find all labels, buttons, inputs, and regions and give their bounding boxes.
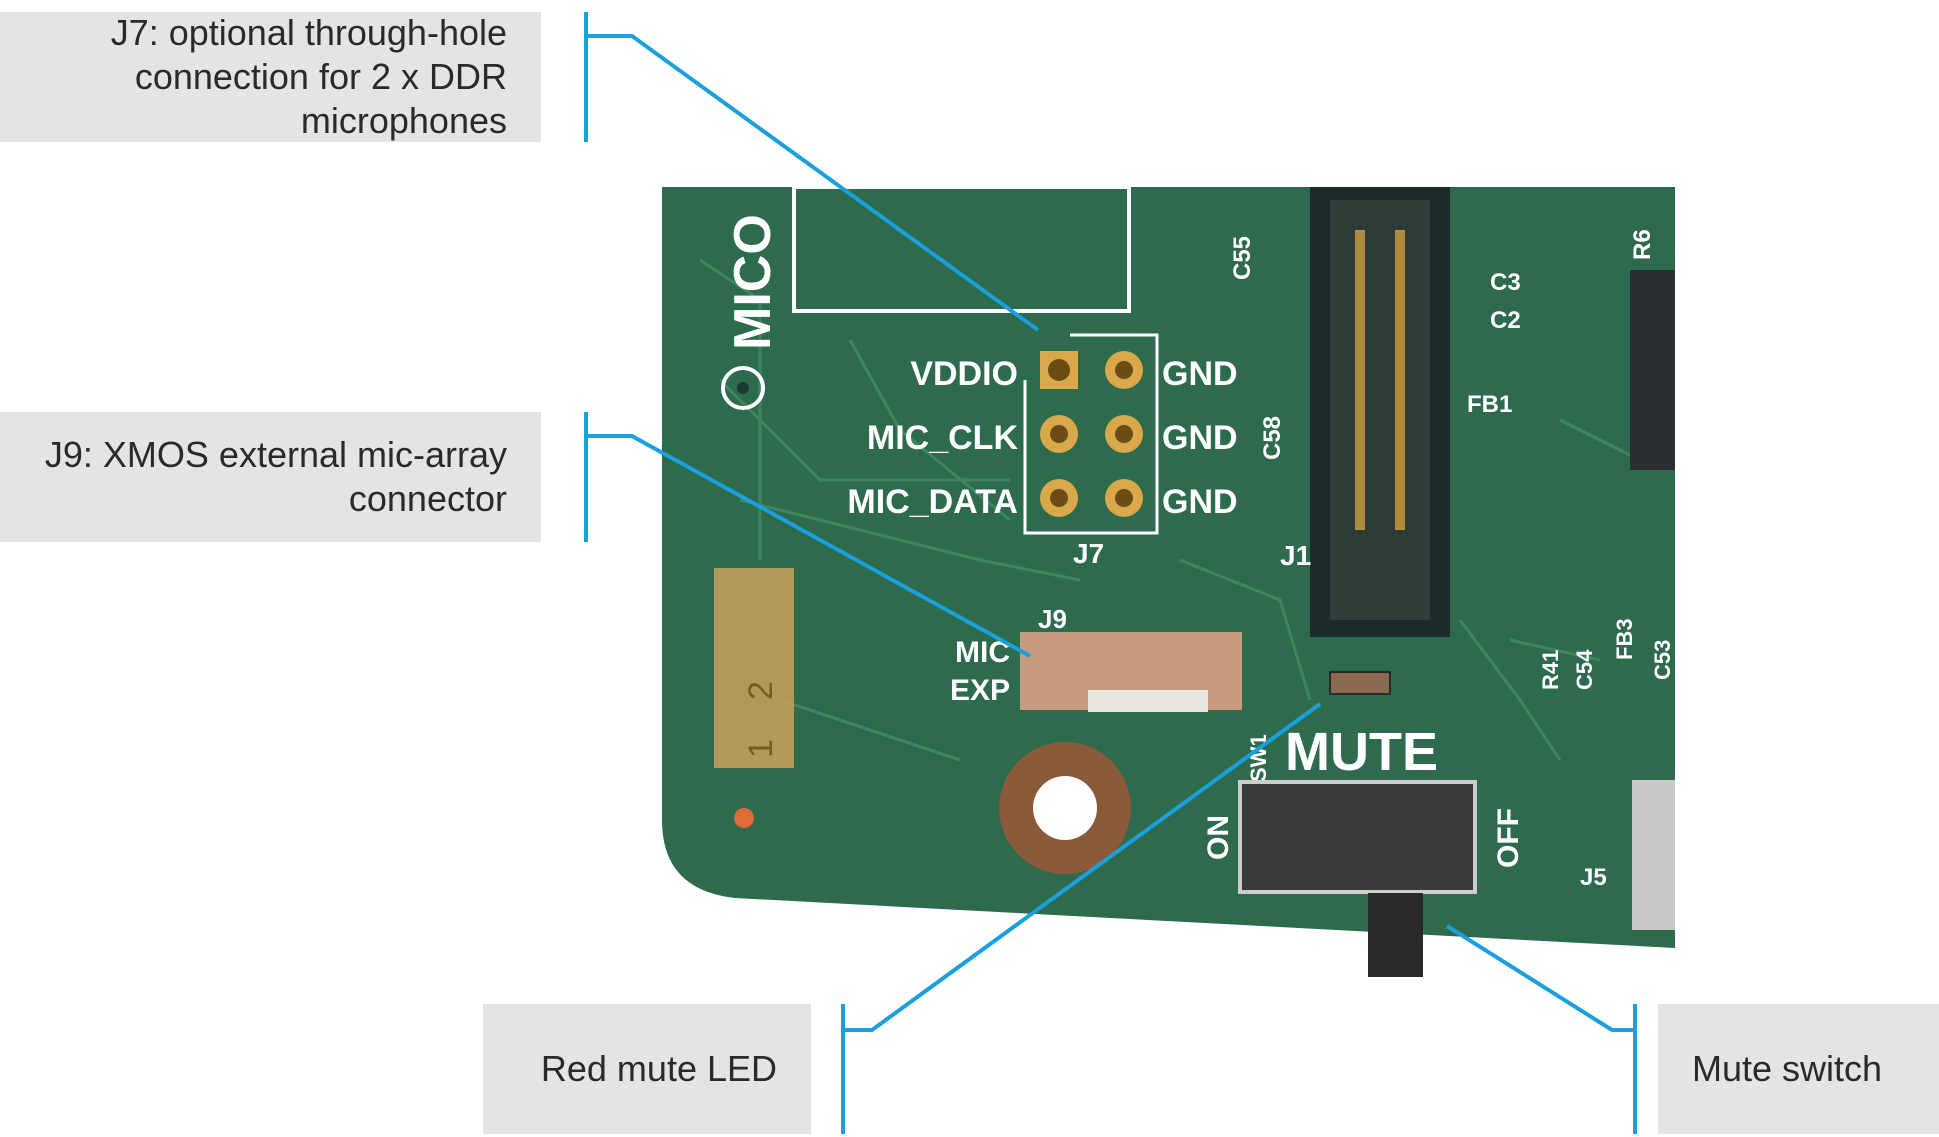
mute-led bbox=[1329, 671, 1391, 695]
callout-mute-switch-text: Mute switch bbox=[1692, 1048, 1883, 1089]
callout-mute-led-text: Red mute LED bbox=[540, 1048, 777, 1089]
leader-switch bbox=[1445, 924, 1637, 1134]
mounting-hole bbox=[1033, 776, 1097, 840]
callout-j9: J9: XMOS external mic-array connector bbox=[0, 412, 541, 542]
cap-label-r41: R41 bbox=[1538, 650, 1563, 690]
pad-strip bbox=[714, 568, 794, 768]
switch-off-label: OFF bbox=[1492, 808, 1525, 868]
j7-ref: J7 bbox=[1073, 538, 1104, 569]
j5-ref: J5 bbox=[1580, 864, 1607, 891]
j7-pin-label-gnd-2: GND bbox=[1162, 419, 1238, 457]
j1-header-inner bbox=[1330, 200, 1430, 620]
leader-j7 bbox=[584, 12, 1040, 332]
j7-pin-label-gnd-1: GND bbox=[1162, 355, 1238, 393]
callout-mute-led: Red mute LED bbox=[483, 1004, 811, 1134]
ic-chip bbox=[1630, 270, 1675, 470]
leader-j9 bbox=[584, 412, 1031, 658]
j7-pin-label-gnd-3: GND bbox=[1162, 483, 1238, 521]
shield-outline bbox=[792, 185, 1131, 313]
callout-j7-line-2: connection for 2 x DDR bbox=[134, 56, 507, 97]
mute-switch-body bbox=[1238, 780, 1477, 894]
callout-j9-line-1: J9: XMOS external mic-array bbox=[44, 434, 507, 475]
leader-led bbox=[841, 702, 1322, 1134]
pad-number-1: 1 bbox=[742, 739, 780, 758]
callout-j7-line-3: microphones bbox=[300, 100, 507, 141]
logo-circle bbox=[721, 366, 765, 410]
j7-pin-label-mic-data: MIC_DATA bbox=[847, 483, 1018, 521]
j9-contacts bbox=[1088, 690, 1208, 712]
j5-connector bbox=[1632, 780, 1675, 930]
mounting-dot bbox=[737, 382, 749, 394]
j9-label-exp: EXP bbox=[950, 674, 1010, 707]
j7-pin-grid bbox=[1040, 351, 1143, 517]
pad-number-2: 2 bbox=[742, 681, 780, 700]
j7-pin-label-vddio: VDDIO bbox=[910, 355, 1018, 393]
j1-ref: J1 bbox=[1280, 540, 1311, 571]
pcb-traces bbox=[699, 258, 1641, 762]
cap-label-c55: C55 bbox=[1229, 236, 1256, 280]
j9-ref: J9 bbox=[1038, 604, 1067, 634]
callout-j9-line-2: connector bbox=[348, 478, 507, 519]
cap-label-r6: R6 bbox=[1629, 229, 1656, 260]
cap-label-c58: C58 bbox=[1259, 416, 1286, 460]
switch-on-label: ON bbox=[1202, 815, 1235, 860]
board-logo: MICO bbox=[724, 214, 782, 350]
led-dot bbox=[734, 808, 754, 828]
cap-label-c54: C54 bbox=[1572, 649, 1597, 690]
callout-mute-switch: Mute switch bbox=[1658, 1004, 1939, 1134]
j1-pins bbox=[1355, 230, 1405, 530]
j7-pin-label-mic-clk: MIC_CLK bbox=[867, 419, 1019, 457]
cap-label-c53: C53 bbox=[1650, 640, 1675, 680]
cap-label-fb1: FB1 bbox=[1467, 391, 1512, 418]
mute-switch-actuator bbox=[1368, 893, 1423, 977]
callout-j7: J7: optional through-hole connection for… bbox=[0, 12, 541, 142]
cap-label-c2: C2 bbox=[1490, 307, 1521, 334]
cap-label-fb3: FB3 bbox=[1612, 618, 1637, 660]
callout-j7-line-1: J7: optional through-hole bbox=[110, 12, 507, 53]
cap-label-c3: C3 bbox=[1490, 269, 1521, 296]
mute-label: MUTE bbox=[1285, 722, 1438, 782]
leader-lines bbox=[584, 12, 1637, 1134]
j7-outline bbox=[1023, 333, 1159, 535]
